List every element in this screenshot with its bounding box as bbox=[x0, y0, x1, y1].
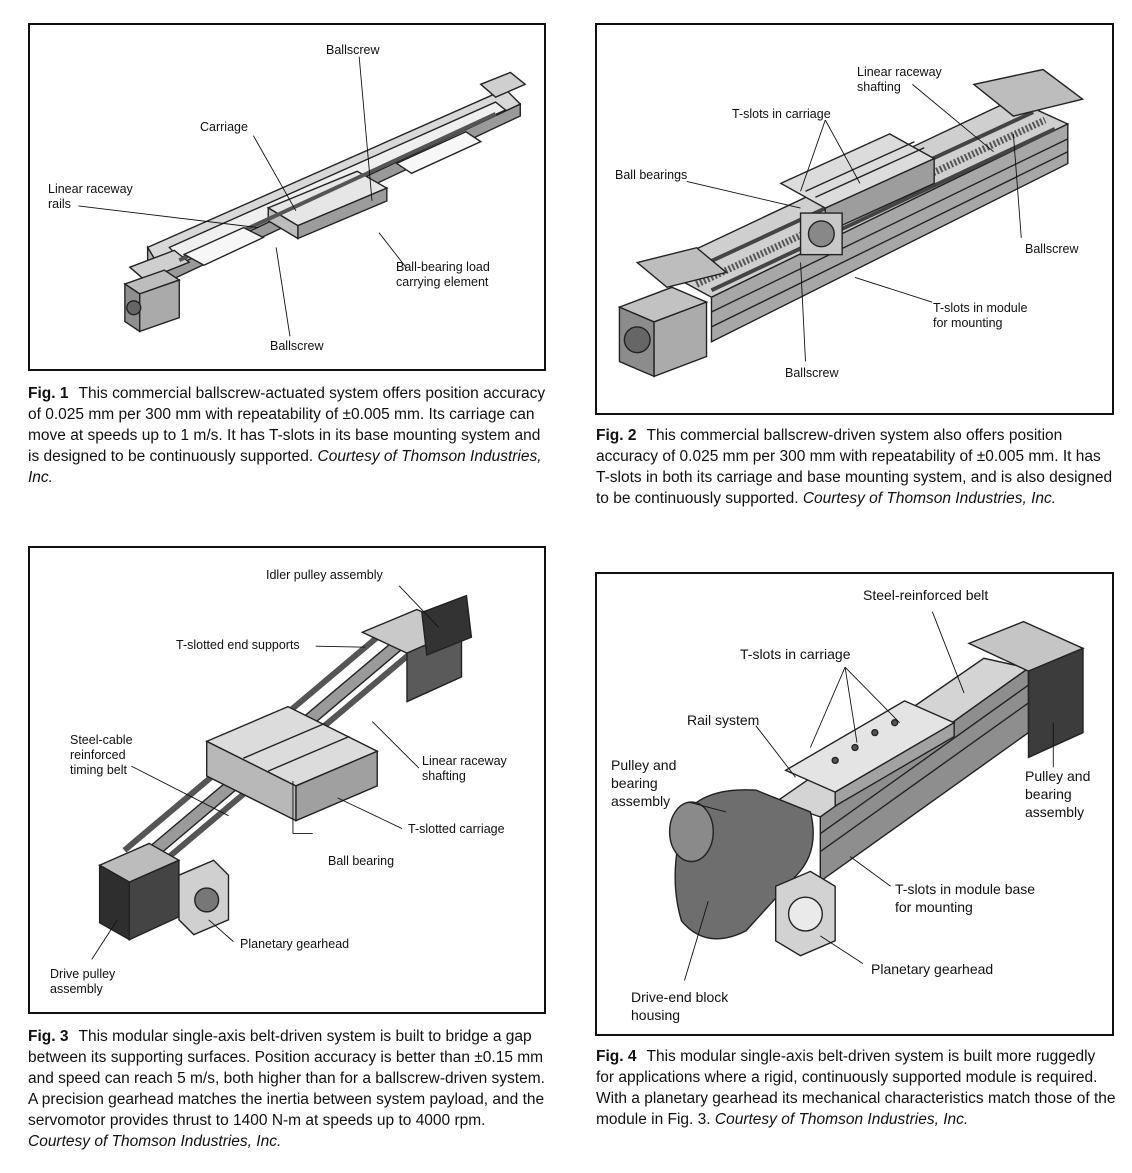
label-tslots-module-base: T-slots in module base for mounting bbox=[895, 881, 1036, 915]
label-ballscrew-bottom: Ballscrew bbox=[270, 339, 324, 353]
label-pulley-bearing-left: Pulley and bearing assembly bbox=[611, 757, 677, 809]
label-linear-raceway-rails: Linear raceway rails bbox=[48, 182, 133, 211]
figure-number: Fig. 3 bbox=[28, 1028, 69, 1045]
label-tslotted-carriage: T-slotted carriage bbox=[408, 822, 505, 836]
figure-number: Fig. 1 bbox=[28, 385, 69, 402]
label-ballscrew-top: Ballscrew bbox=[326, 43, 380, 57]
label-idler-pulley: Idler pulley assembly bbox=[266, 568, 383, 582]
label-linear-raceway-shafting: Linear raceway shafting bbox=[422, 754, 507, 783]
label-steel-reinforced-belt: Steel-reinforced belt bbox=[863, 587, 989, 603]
caption-text: This commercial ballscrew-driven system … bbox=[596, 427, 1113, 507]
caption-text: This modular single-axis belt-driven sys… bbox=[596, 1048, 1116, 1128]
figure-3: Idler pulley assembly T-slotted end supp… bbox=[28, 546, 546, 1014]
label-planetary-gearhead: Planetary gearhead bbox=[871, 961, 994, 977]
figure-2-drawing bbox=[617, 68, 1085, 378]
label-rail-system: Rail system bbox=[687, 712, 760, 728]
figure-number: Fig. 4 bbox=[596, 1048, 637, 1065]
label-tslots-module: T-slots in module for mounting bbox=[933, 301, 1028, 330]
label-pulley-bearing-right: Pulley and bearing assembly bbox=[1025, 768, 1091, 820]
label-ball-bearing-load: Ball-bearing load carrying element bbox=[396, 260, 490, 289]
label-tslots-carriage: T-slots in carriage bbox=[740, 646, 851, 662]
caption-text: This modular single-axis belt-driven sys… bbox=[28, 1028, 545, 1129]
label-linear-raceway-shafting: Linear raceway shafting bbox=[857, 65, 942, 94]
figure-1: Ballscrew Carriage Linear raceway rails … bbox=[28, 23, 546, 371]
label-ballscrew-right: Ballscrew bbox=[1025, 242, 1079, 256]
figure-3-drawing bbox=[91, 585, 473, 960]
label-carriage: Carriage bbox=[200, 120, 248, 134]
label-tslots-carriage: T-slots in carriage bbox=[732, 107, 831, 121]
figure-4: Steel-reinforced belt T-slots in carriag… bbox=[595, 572, 1114, 1036]
figure-number: Fig. 2 bbox=[596, 427, 637, 444]
label-drive-pulley: Drive pulley assembly bbox=[50, 967, 116, 996]
caption-courtesy: Courtesy of Thomson Industries, Inc. bbox=[714, 1111, 969, 1128]
figure-4-drawing bbox=[668, 611, 1085, 981]
figure-1-drawing bbox=[78, 56, 527, 337]
label-planetary-gearhead: Planetary gearhead bbox=[240, 937, 350, 951]
caption-text: This commercial ballscrew-actuated syste… bbox=[28, 385, 546, 465]
caption-courtesy: Courtesy of Thomson Industries, Inc. bbox=[802, 490, 1057, 507]
label-tslotted-end-supports: T-slotted end supports bbox=[176, 638, 300, 652]
label-ball-bearings: Ball bearings bbox=[615, 168, 688, 182]
label-ball-bearing: Ball bearing bbox=[328, 854, 395, 868]
caption-courtesy: Courtesy of Thomson Industries, Inc. bbox=[28, 1133, 282, 1150]
figure-2: Linear raceway shafting T-slots in carri… bbox=[595, 23, 1114, 415]
caption-courtesy: Courtesy of Thomson Industries, Inc. bbox=[28, 448, 542, 486]
label-drive-end-housing: Drive-end block housing bbox=[631, 989, 729, 1023]
label-timing-belt: Steel-cable reinforced timing belt bbox=[70, 733, 133, 777]
label-ballscrew-bottom: Ballscrew bbox=[785, 366, 839, 380]
